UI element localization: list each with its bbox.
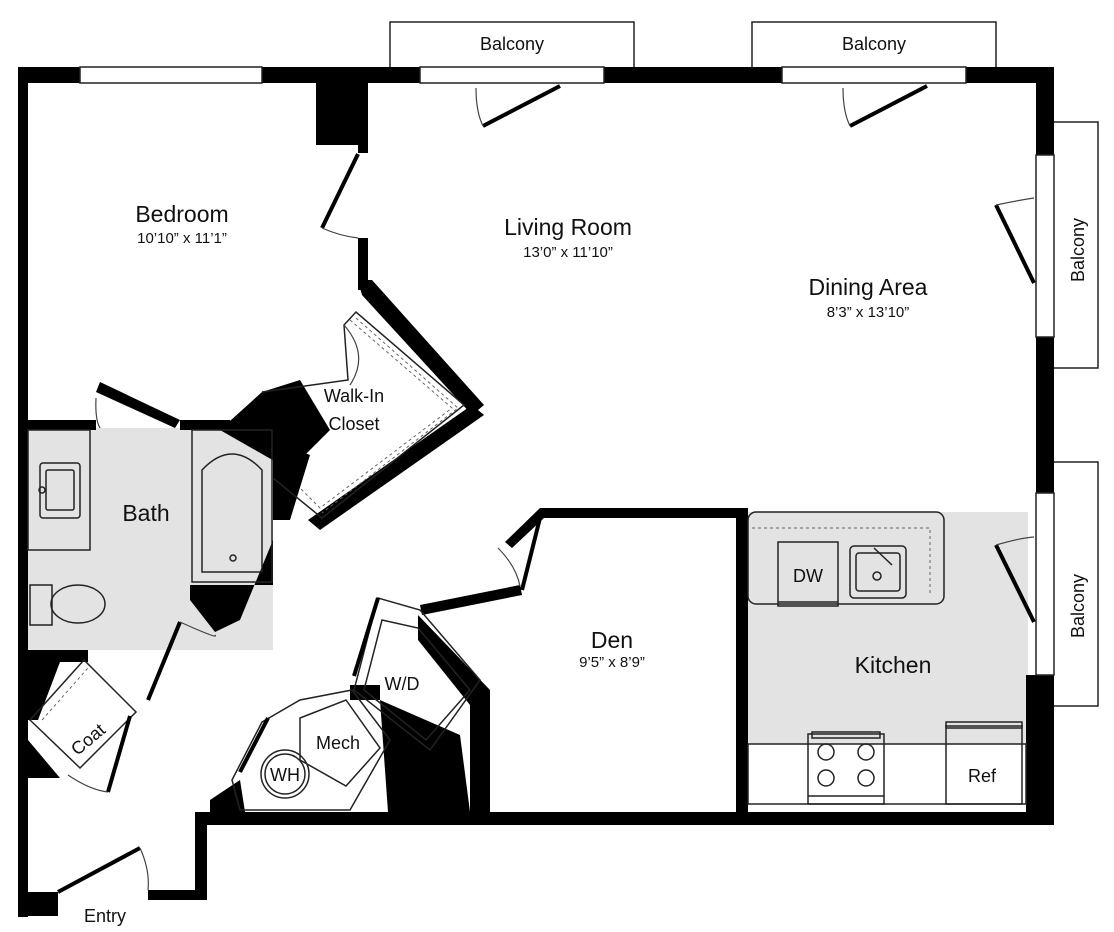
balcony-label-right-lower: Balcony — [1068, 574, 1088, 638]
walk-in-closet — [261, 310, 466, 519]
bathtub-icon — [191, 429, 273, 583]
balcony-label-top-right: Balcony — [842, 34, 906, 54]
walk-in-closet-label-line1: Walk-In — [324, 386, 384, 406]
den-label: Den — [591, 627, 633, 653]
washer-dryer — [363, 619, 471, 742]
den-dimensions: 9’5” x 8’9” — [579, 654, 645, 671]
dining-area-label: Dining Area — [809, 274, 928, 300]
walk-in-closet-label-line2: Closet — [328, 414, 379, 434]
kitchen-label: Kitchen — [855, 652, 932, 678]
refrigerator-label: Ref — [968, 766, 997, 786]
kitchen-sink-icon — [849, 545, 907, 599]
kitchen-fixtures — [747, 511, 1027, 805]
kitchen-counter — [747, 511, 945, 605]
entry-label: Entry — [84, 906, 126, 926]
bath-fixtures — [27, 397, 273, 701]
windows — [79, 66, 1055, 676]
bedroom-dimensions: 10’10” x 11’1” — [137, 230, 227, 247]
utility-area — [231, 597, 481, 811]
balcony-label-right-upper: Balcony — [1068, 218, 1088, 282]
balcony-label-top-left: Balcony — [480, 34, 544, 54]
sink-icon — [39, 462, 81, 519]
stove-icon — [807, 733, 885, 805]
exterior-walls — [18, 67, 1054, 917]
washer-dryer-label: W/D — [385, 674, 420, 694]
coat-closet — [28, 658, 138, 793]
kitchen-floor — [748, 512, 1028, 744]
bedroom-label: Bedroom — [135, 201, 228, 227]
balconies — [389, 21, 1099, 707]
mech-unit — [299, 699, 381, 787]
bath-label: Bath — [122, 500, 169, 526]
toilet-tank — [29, 584, 53, 626]
coat-label: Coat — [67, 720, 109, 760]
dining-area-dimensions: 8’3” x 13’10” — [827, 304, 910, 321]
mech-label: Mech — [316, 733, 360, 753]
vanity — [27, 429, 91, 551]
doors — [57, 84, 1036, 894]
water-heater-label: WH — [270, 765, 300, 785]
living-room-dimensions: 13’0” x 11’10” — [523, 244, 613, 261]
dishwasher-label: DW — [793, 566, 823, 586]
dishwasher — [777, 541, 839, 607]
living-room-label: Living Room — [504, 214, 632, 240]
refrigerator — [945, 725, 1023, 805]
kitchen-lower-counter — [747, 743, 1027, 805]
toilet-icon — [50, 584, 106, 624]
water-heater-icon — [260, 749, 310, 799]
